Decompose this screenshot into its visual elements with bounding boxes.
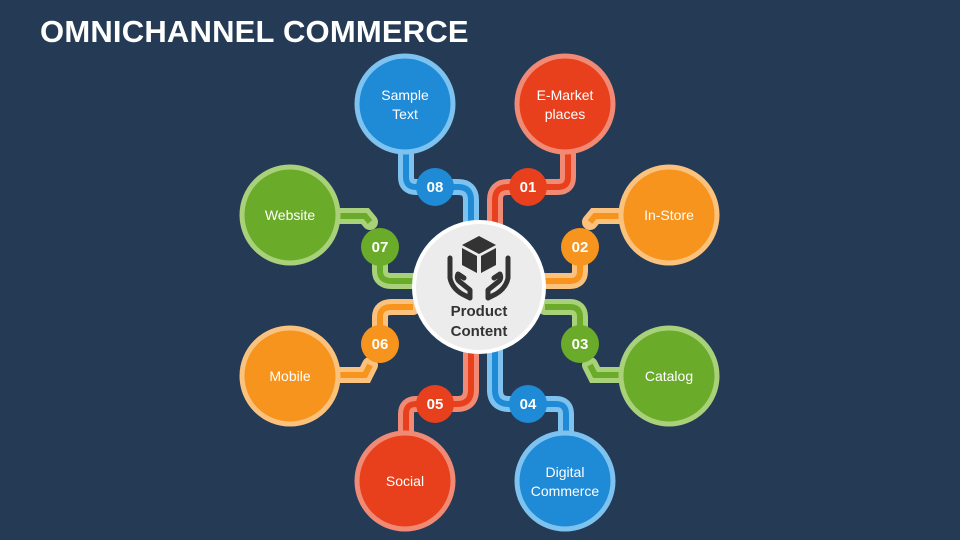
- node-05: Social: [354, 430, 456, 532]
- node-08: Sample Text: [354, 53, 456, 155]
- badge-03: 03: [561, 325, 599, 363]
- badge-07: 07: [361, 228, 399, 266]
- badge-06: 06: [361, 325, 399, 363]
- node-02-label-line1: In-Store: [644, 207, 694, 223]
- node-07: Website: [239, 164, 341, 266]
- badge-05-number: 05: [427, 396, 444, 413]
- connector-layer: [330, 144, 630, 440]
- badge-04-number: 04: [520, 396, 537, 413]
- node-04-label-line2: Commerce: [531, 483, 600, 499]
- node-08-label-line1: Sample: [381, 87, 429, 103]
- badge-02: 02: [561, 228, 599, 266]
- node-06-label-line1: Mobile: [269, 368, 310, 384]
- badge-01-number: 01: [520, 179, 537, 196]
- connector-07: [330, 208, 421, 289]
- node-04: Digital Commerce: [514, 430, 616, 532]
- connector-02: [537, 208, 630, 289]
- connector-01: [487, 144, 576, 233]
- node-04-label-line1: Digital: [546, 464, 585, 480]
- connector-08: [398, 144, 479, 233]
- badge-03-number: 03: [572, 336, 589, 353]
- badge-01: 01: [509, 168, 547, 206]
- node-01: E-Market places: [514, 53, 616, 155]
- node-06: Mobile: [239, 325, 341, 427]
- node-05-label-line1: Social: [386, 473, 424, 489]
- connector-03: [537, 299, 630, 383]
- center-label-line1: Product: [451, 303, 508, 320]
- node-01-label-line2: places: [545, 106, 585, 122]
- badge-08: 08: [416, 168, 454, 206]
- connector-06: [330, 299, 421, 383]
- center-label-line2: Content: [451, 323, 508, 340]
- node-03: Catalog: [618, 325, 720, 427]
- hands-holding-box-icon: [447, 236, 511, 301]
- node-02: In-Store: [618, 164, 720, 266]
- badge-06-number: 06: [372, 336, 389, 353]
- node-07-label-line1: Website: [265, 207, 316, 223]
- badge-02-number: 02: [572, 239, 589, 256]
- connector-04: [487, 340, 574, 440]
- connector-05: [398, 340, 479, 440]
- node-03-label-line1: Catalog: [645, 368, 693, 384]
- node-08-label-line2: Text: [392, 106, 418, 122]
- badge-04: 04: [509, 385, 547, 423]
- badge-07-number: 07: [372, 239, 389, 256]
- badge-05: 05: [416, 385, 454, 423]
- slide-title: OMNICHANNEL COMMERCE: [40, 14, 469, 49]
- center-hub: Product Content: [412, 220, 546, 354]
- badge-08-number: 08: [427, 179, 444, 196]
- node-01-label-line1: E-Market: [537, 87, 594, 103]
